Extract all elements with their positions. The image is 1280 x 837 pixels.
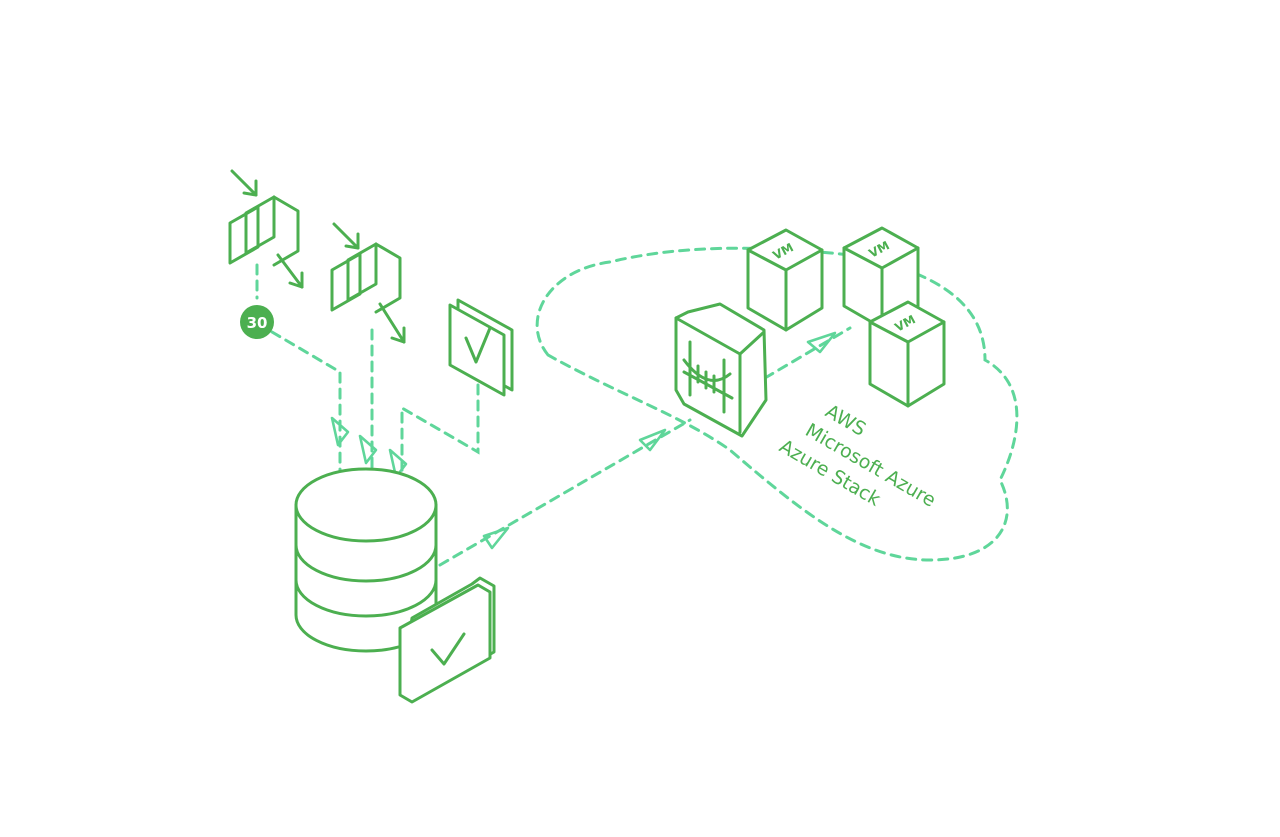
connector-badge-database [270,330,342,502]
retention-badge: 30 [240,305,274,339]
connector-verify [400,383,480,527]
arrow-database-bridge-1 [482,526,510,550]
cloud-provider-labels: AWS Microsoft Azure Azure Stack [776,400,940,511]
arrow-heads [330,331,837,550]
arrow-up-3 [388,448,408,479]
arrow-bridge-vm [806,331,837,354]
connector-database-bridge [438,418,692,567]
virtual-machine-icon: VM [868,300,946,408]
cloud-outline [535,246,1019,562]
arrow-database-bridge-2 [638,428,667,452]
arrow-up-1 [330,416,350,447]
arrow-up-2 [358,434,378,465]
snapshot-icon [228,169,304,289]
bridge-gateway-icon [674,302,768,438]
checkmark-document-icon [448,298,514,397]
connector-bridge-vm [763,326,852,380]
virtual-machine-icon: VM [746,228,824,332]
verified-folder-icon [398,576,496,704]
badge-label: 30 [247,314,268,332]
snapshot-icon [330,222,406,344]
